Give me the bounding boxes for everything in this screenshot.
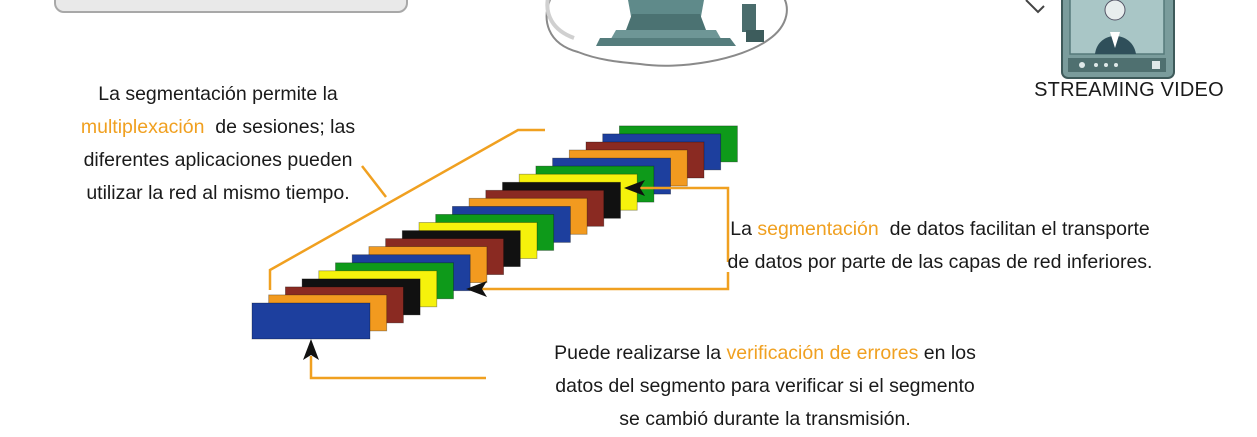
caption-right-line-2: de datos por parte de las capas de red i… xyxy=(727,251,1153,273)
arrowhead-error-check xyxy=(303,339,319,360)
caption-left-line-2: multiplexación de sesiones; las xyxy=(28,111,408,144)
caption-bottom-line-1-pre: Puede realizarse la xyxy=(554,342,727,364)
top-left-box xyxy=(54,0,408,13)
arrowhead-lower xyxy=(466,281,487,297)
streaming-video-tv-icon xyxy=(1025,0,1175,79)
caption-bottom-line-1-rest: en los xyxy=(918,342,976,364)
caption-bottom-line-3: se cambió durante la transmisión. xyxy=(619,408,911,430)
caption-right-line-1: La segmentación de datos facilitan el tr… xyxy=(640,213,1240,246)
caption-multiplexing: La segmentación permite la multiplexació… xyxy=(28,78,408,210)
highlight-verificacion-errores: verificación de errores xyxy=(726,342,919,364)
arrow-segmentation-upper xyxy=(640,186,730,262)
multiplexing-bracket xyxy=(268,128,545,290)
segment-stack xyxy=(251,125,738,340)
data-segment-1 xyxy=(251,302,371,340)
highlight-multiplexacion: multiplexación xyxy=(80,116,205,138)
caption-bottom-line-2: datos del segmento para verificar si el … xyxy=(555,375,975,397)
caption-right-line-1-pre: La xyxy=(730,218,758,240)
highlight-segmentacion: segmentación xyxy=(757,218,879,240)
caption-segmentation: La segmentación de datos facilitan el tr… xyxy=(640,213,1240,279)
caption-bottom-line-1: Puede realizarse la verificación de erro… xyxy=(455,337,1075,370)
arrow-error-check xyxy=(309,356,486,380)
caption-error-checking: Puede realizarse la verificación de erro… xyxy=(455,337,1075,436)
streaming-video-label: STREAMING VIDEO xyxy=(1034,79,1224,101)
caption-right-line-1-rest: de datos facilitan el transporte xyxy=(878,218,1150,240)
cloud-computer-icon xyxy=(545,0,788,67)
arrow-segmentation-lower xyxy=(482,272,730,291)
arrowhead-upper xyxy=(624,180,645,196)
caption-left-line-1: La segmentación permite la xyxy=(98,83,338,105)
caption-left-line-2-rest: de sesiones; las xyxy=(204,116,356,138)
caption-left-line-4: utilizar la red al mismo tiempo. xyxy=(86,182,350,204)
caption-left-line-3: diferentes aplicaciones pueden xyxy=(83,149,353,171)
